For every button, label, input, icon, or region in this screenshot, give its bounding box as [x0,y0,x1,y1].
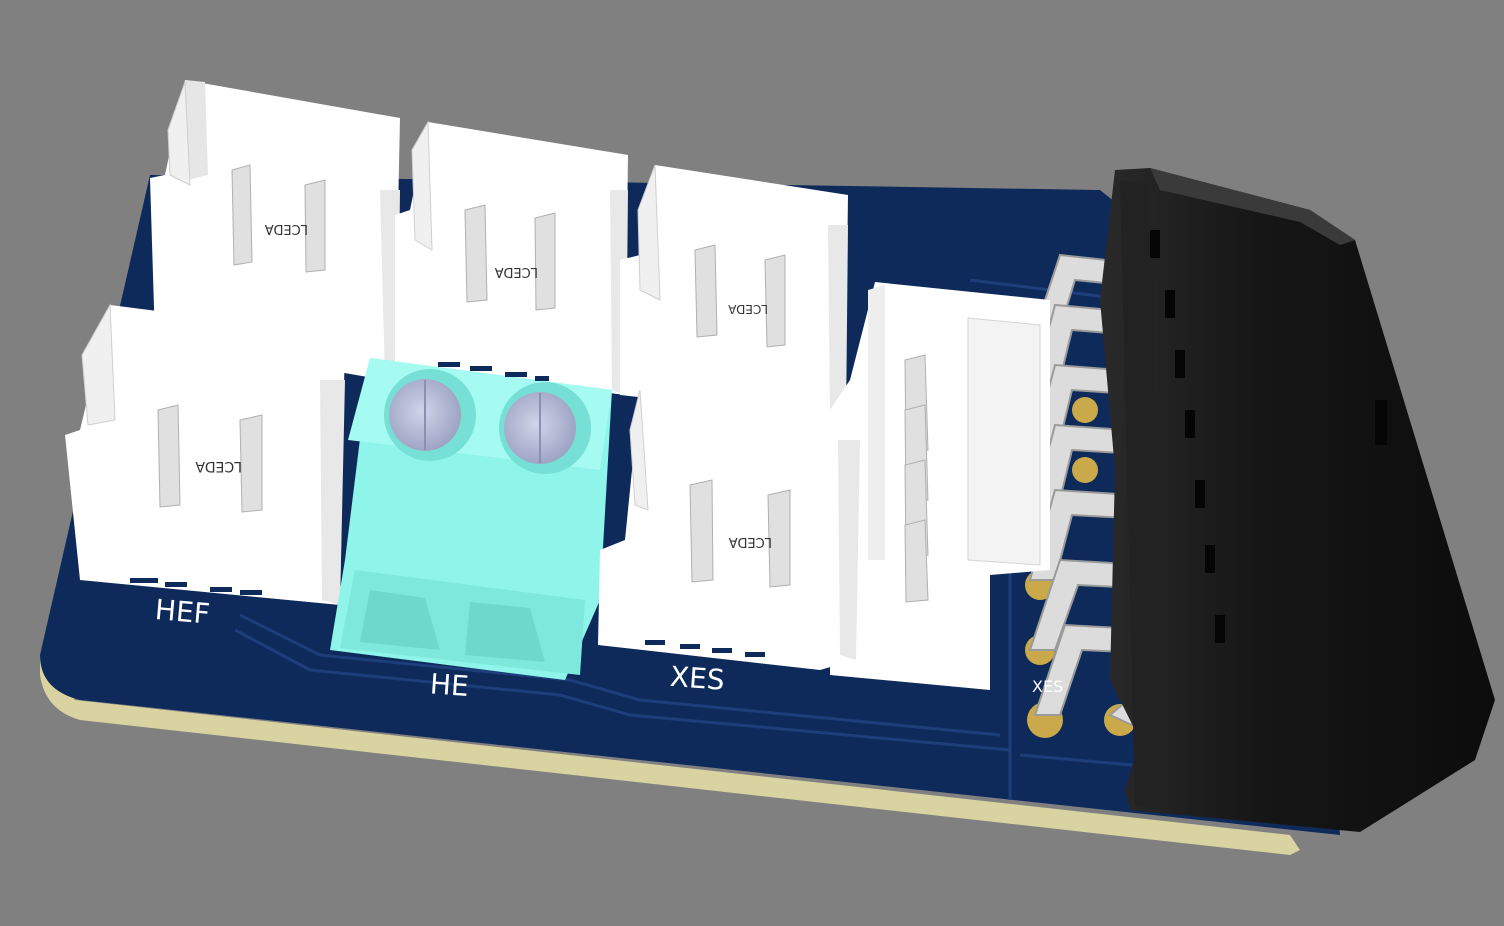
jst-connector-back-left: LCEDA [150,80,400,380]
connector-marking-4: LCEDA [195,458,242,474]
label-hef: HEF [154,593,212,631]
connector-marking-3: LCEDA [727,302,768,316]
label-he: HE [429,667,470,703]
label-xes-small: XES [1032,677,1063,696]
pcb-edge [40,655,1300,855]
connector-marking-1: LCEDA [265,221,308,236]
connector-marking-5: LCEDA [729,534,772,549]
jst-connector-hef: LCEDA [65,303,345,605]
label-xes: XES [669,660,726,697]
jst-connector-back-right: LCEDA [620,164,848,420]
connector-marking-2: LCEDA [495,264,538,279]
black-box-header [1100,168,1495,832]
jst-connector-vertical [830,282,1050,690]
jst-connector-back-middle: LCEDA [395,120,628,395]
jst-connector-xes: LCEDA [598,389,860,670]
terminal-block-he [330,358,612,680]
